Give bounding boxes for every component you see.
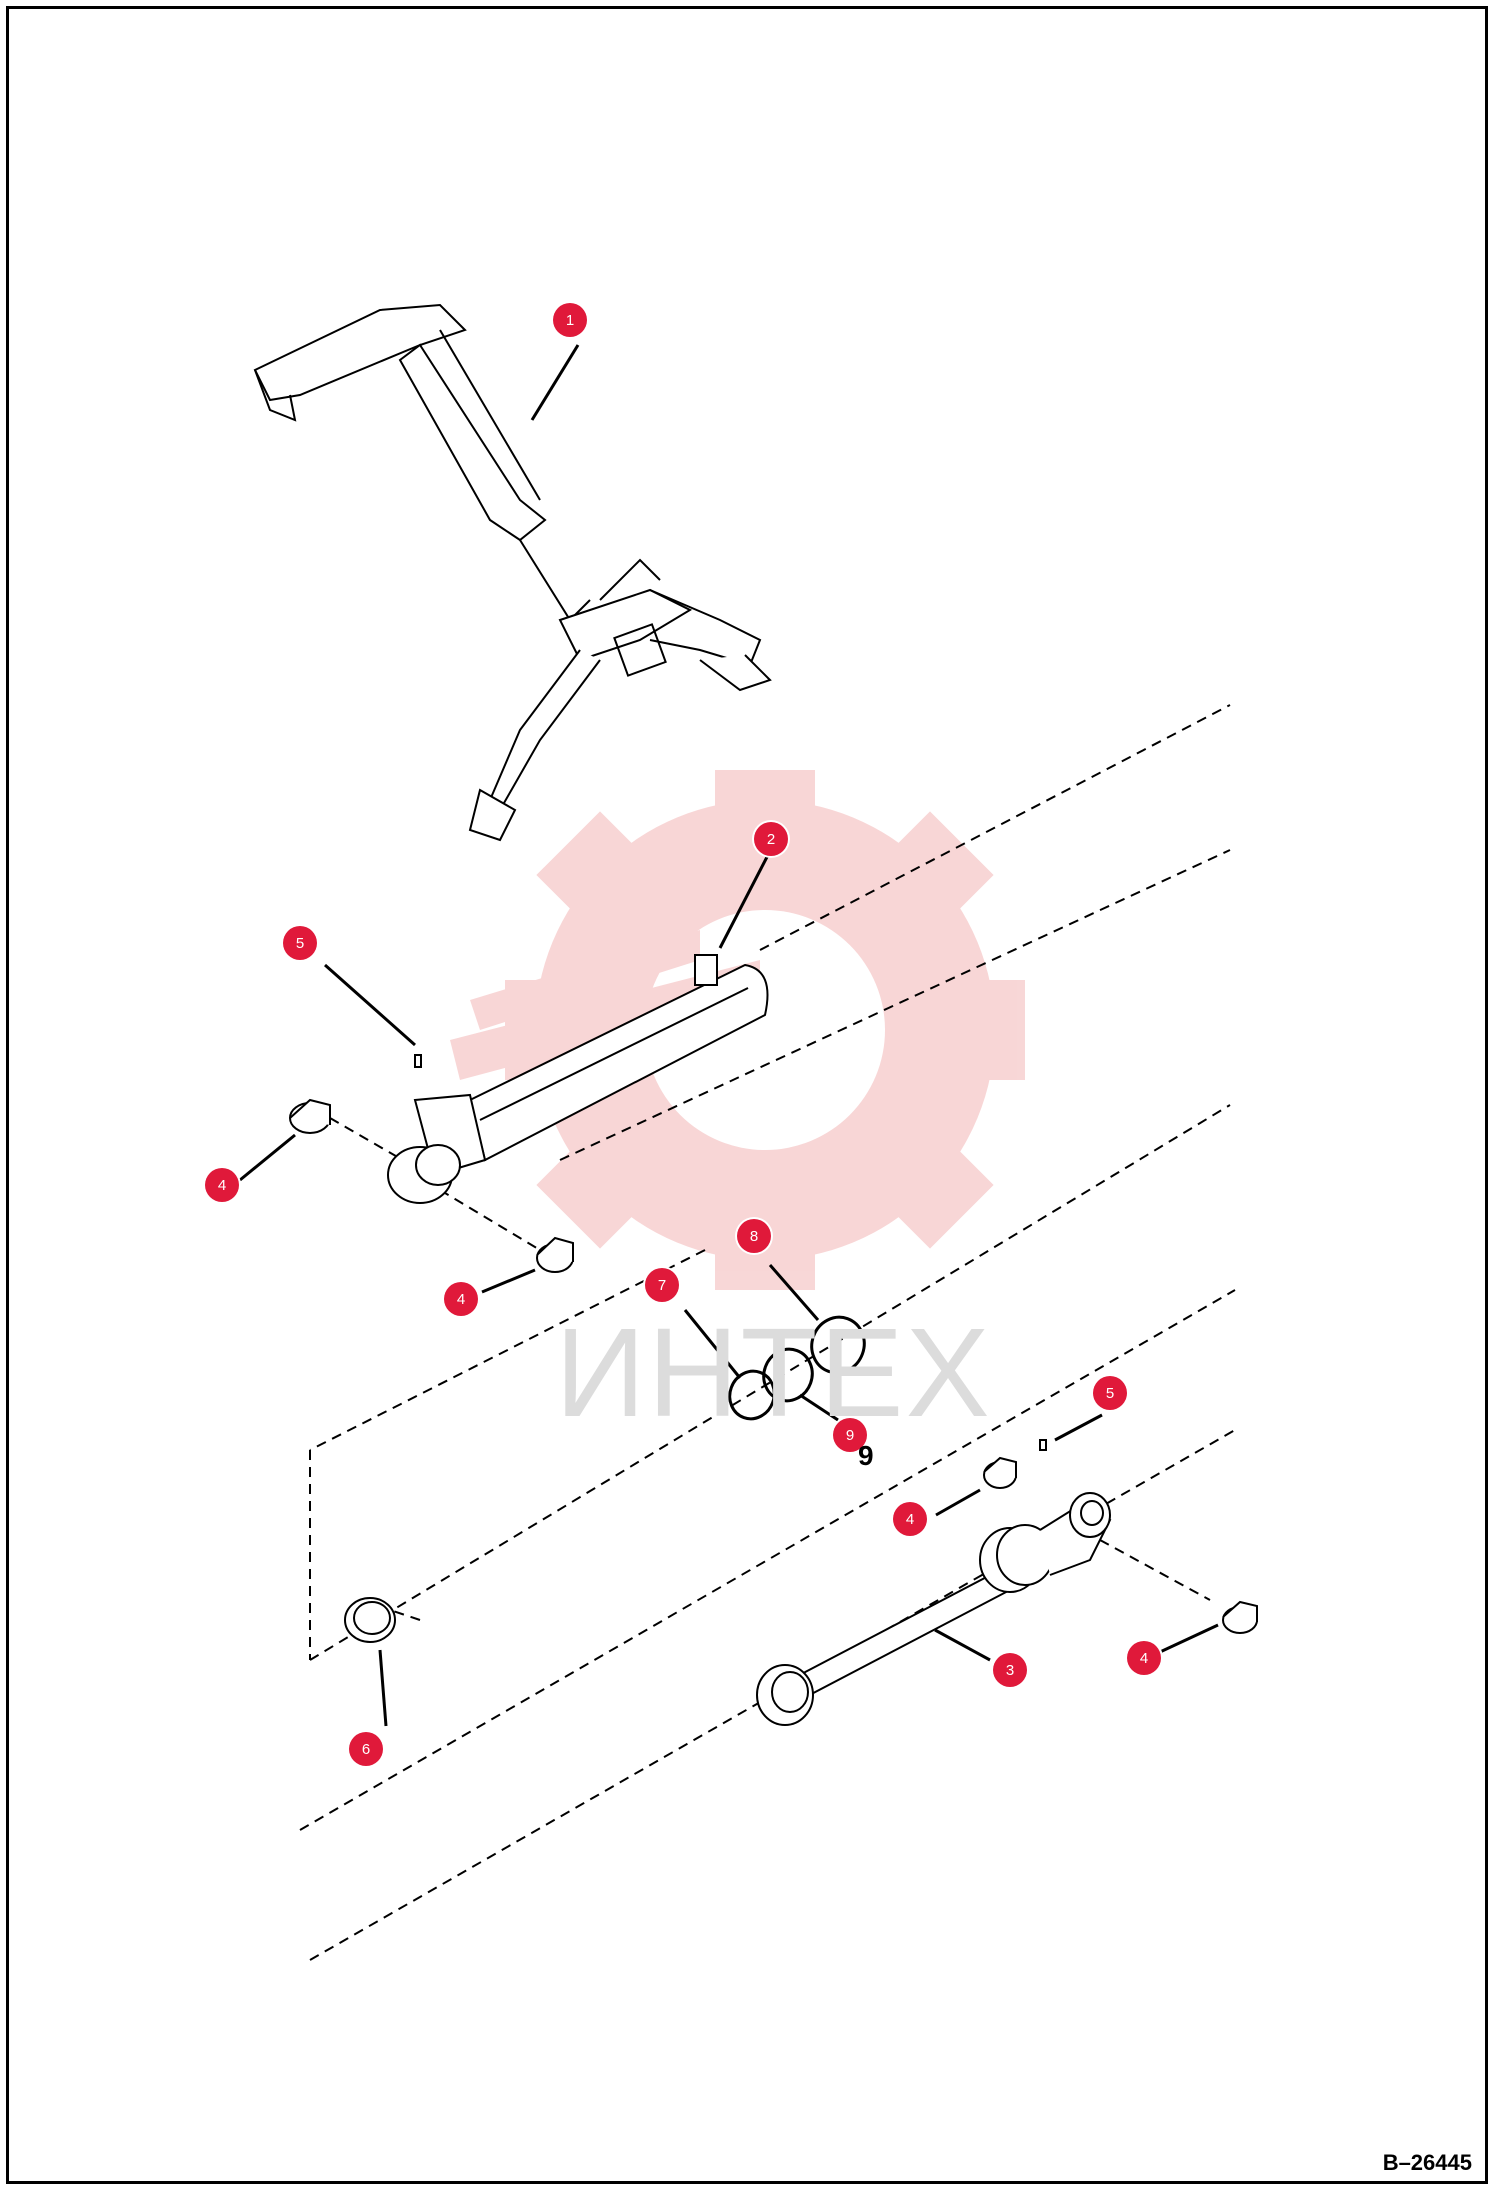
cylinder-barrel-drawing <box>387 954 769 1204</box>
callout-part-3[interactable]: 3 <box>993 1653 1027 1687</box>
printed-part-number: 9 <box>858 1440 874 1471</box>
callout-part-1[interactable]: 1 <box>553 303 587 337</box>
callout-part-2[interactable]: 2 <box>754 822 788 856</box>
callout-part-4[interactable]: 4 <box>1127 1641 1161 1675</box>
watermark-gear-logo <box>450 770 1025 1290</box>
figure-number: B–26445 <box>1382 2150 1472 2175</box>
backhoe-assembly-drawing <box>253 303 772 842</box>
gland-nut-drawing <box>344 1597 396 1643</box>
callout-part-4[interactable]: 4 <box>444 1282 478 1316</box>
callout-leader-lines <box>239 344 1219 1727</box>
callout-part-9[interactable]: 9 <box>833 1418 867 1452</box>
watermark-text: ИНТЕХ <box>555 1302 992 1443</box>
callout-part-4[interactable]: 4 <box>893 1502 927 1536</box>
callout-part-8[interactable]: 8 <box>737 1219 771 1253</box>
callout-part-6[interactable]: 6 <box>349 1732 383 1766</box>
callout-part-7[interactable]: 7 <box>645 1268 679 1302</box>
callout-part-5[interactable]: 5 <box>283 926 317 960</box>
drawing-frame <box>6 6 1488 2184</box>
callout-part-5[interactable]: 5 <box>1093 1376 1127 1410</box>
bushing-drawings <box>289 1098 1258 1634</box>
callout-part-4[interactable]: 4 <box>205 1168 239 1202</box>
seal-ring-drawings <box>728 1315 866 1421</box>
piston-rod-drawing <box>756 1439 1112 1726</box>
